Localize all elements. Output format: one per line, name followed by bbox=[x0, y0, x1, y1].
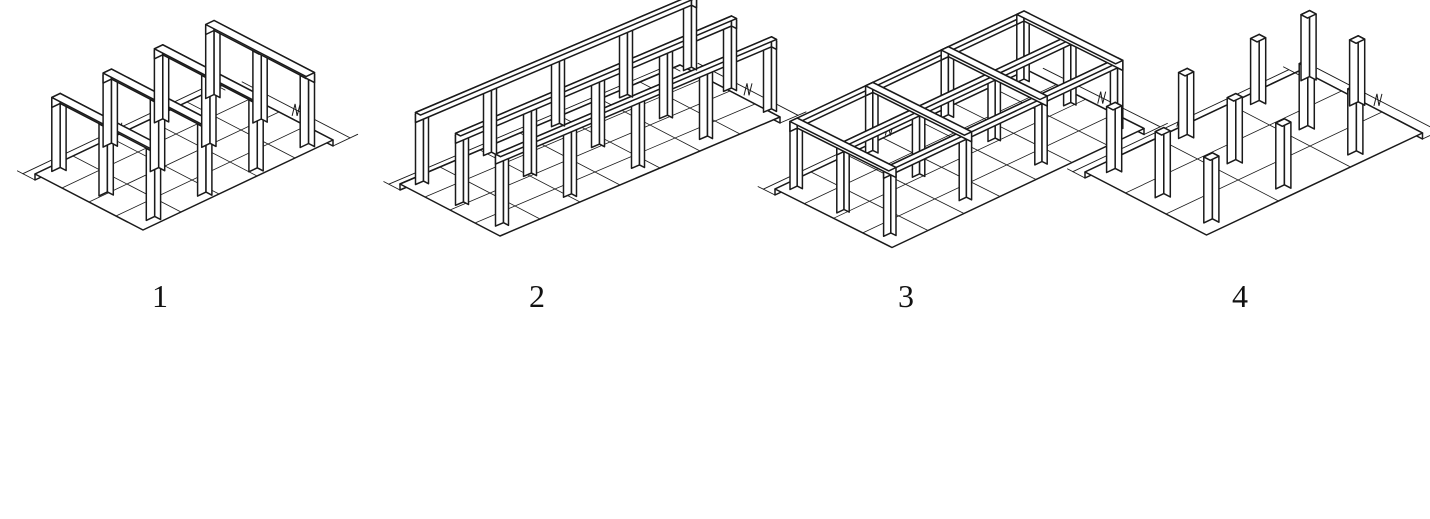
scheme-1-dimension-tick bbox=[16, 170, 36, 181]
scheme-4-column bbox=[1275, 118, 1286, 190]
scheme-4-column bbox=[1275, 118, 1292, 128]
scheme-4-column bbox=[1357, 35, 1366, 106]
scheme-4-column bbox=[1226, 92, 1244, 102]
scheme-4-column bbox=[1348, 35, 1359, 107]
scheme-4-column bbox=[1105, 101, 1123, 111]
scheme-2-frame-1-beam bbox=[690, 0, 698, 9]
scheme-4-column bbox=[1177, 67, 1195, 77]
scheme-1-frame-4-beam bbox=[204, 19, 316, 78]
scheme-2-frame-3-column bbox=[638, 94, 646, 169]
scheme-4-column bbox=[1235, 92, 1244, 164]
scheme-panel-1: 1 bbox=[16, 19, 359, 314]
scheme-3-beam-transverse bbox=[864, 81, 973, 136]
scheme-4-column bbox=[1163, 126, 1172, 198]
scheme-4-dimension-tick bbox=[1283, 66, 1302, 77]
scheme-2-frame-2-column bbox=[462, 131, 470, 206]
scheme-label-1: 1 bbox=[152, 278, 168, 314]
scheme-2-frame-1-beam bbox=[414, 0, 694, 116]
scheme-2-frame-3-column bbox=[502, 151, 510, 227]
scheme-2-break-mark bbox=[743, 83, 753, 96]
scheme-4-column bbox=[1300, 9, 1317, 19]
scheme-4-column bbox=[1348, 35, 1366, 45]
scheme-3-beam-transverse bbox=[1016, 10, 1124, 65]
scheme-2-frame-1-column bbox=[490, 81, 498, 156]
scheme-2-frame-2-column bbox=[666, 44, 674, 119]
scheme-1-dimension-tick bbox=[332, 133, 359, 147]
scheme-2-frame-2-beam bbox=[454, 15, 738, 137]
scheme-4-column bbox=[1154, 126, 1172, 136]
scheme-4-column bbox=[1249, 33, 1267, 43]
scheme-4-column bbox=[1154, 126, 1165, 199]
scheme-label-3: 3 bbox=[898, 278, 914, 314]
scheme-4-column bbox=[1177, 67, 1188, 140]
scheme-2-frame-3-column bbox=[570, 123, 578, 198]
scheme-4-column bbox=[1226, 92, 1237, 165]
scheme-1-drawing bbox=[16, 19, 359, 231]
scheme-4-column bbox=[1203, 152, 1214, 224]
scheme-2-drawing bbox=[383, 0, 807, 237]
scheme-3-break-mark bbox=[1097, 91, 1107, 104]
scheme-label-2: 2 bbox=[529, 278, 545, 314]
scheme-4-column bbox=[1186, 67, 1195, 139]
scheme-panel-4: 4 bbox=[1067, 9, 1430, 314]
scheme-2-frame-3-column bbox=[706, 65, 714, 140]
scheme-4-dimension-tick bbox=[1422, 134, 1430, 140]
scheme-2-frame-2-column bbox=[598, 73, 606, 148]
scheme-1-grid-line bbox=[88, 111, 280, 203]
scheme-2-dimension-tick bbox=[383, 181, 401, 191]
scheme-2-frame-3-beam bbox=[494, 36, 778, 158]
scheme-4-column bbox=[1211, 152, 1220, 223]
scheme-3-dimension-tick bbox=[1143, 122, 1168, 135]
scheme-4-drawing bbox=[1067, 9, 1430, 236]
scheme-1-break-mark bbox=[291, 103, 301, 117]
scheme-3-dimension-tick bbox=[757, 186, 776, 196]
scheme-1-frame-4-column bbox=[299, 70, 310, 149]
scheme-2-frame-1-column bbox=[626, 23, 634, 98]
scheme-3-beam-transverse bbox=[789, 117, 897, 172]
scheme-panel-3: 3 bbox=[757, 10, 1168, 314]
scheme-2-frame-1-column bbox=[558, 52, 566, 127]
scheme-4-column bbox=[1105, 101, 1116, 174]
scheme-2-dimension-tick bbox=[779, 111, 807, 124]
scheme-4-column bbox=[1308, 9, 1317, 81]
scheme-3-grid-line bbox=[862, 113, 1116, 234]
scheme-4-grid-line bbox=[1165, 111, 1383, 215]
scheme-4-column bbox=[1300, 9, 1311, 82]
scheme-4-dimension-tick bbox=[1067, 168, 1086, 179]
scheme-2-frame-1-column bbox=[682, 0, 693, 72]
scheme-4-column bbox=[1203, 152, 1220, 162]
scheme-4-column bbox=[1283, 118, 1292, 189]
scheme-4-break-mark bbox=[1373, 93, 1383, 106]
scheme-1-frame-4-column bbox=[252, 46, 263, 124]
scheme-panel-2: 2 bbox=[383, 0, 807, 314]
scheme-3-drawing bbox=[757, 10, 1168, 249]
scheme-2-frame-1-beam bbox=[414, 0, 693, 124]
scheme-4-column bbox=[1114, 101, 1123, 173]
scheme-2-frame-2-column bbox=[530, 102, 538, 177]
scheme-4-column bbox=[1249, 33, 1260, 106]
scheme-2-frame-1-column bbox=[422, 110, 430, 185]
scheme-2-frame-1-column bbox=[690, 0, 698, 71]
scheme-3-beam-transverse bbox=[940, 45, 1048, 101]
scheme-label-4: 4 bbox=[1232, 278, 1248, 314]
scheme-4-column bbox=[1258, 33, 1267, 105]
